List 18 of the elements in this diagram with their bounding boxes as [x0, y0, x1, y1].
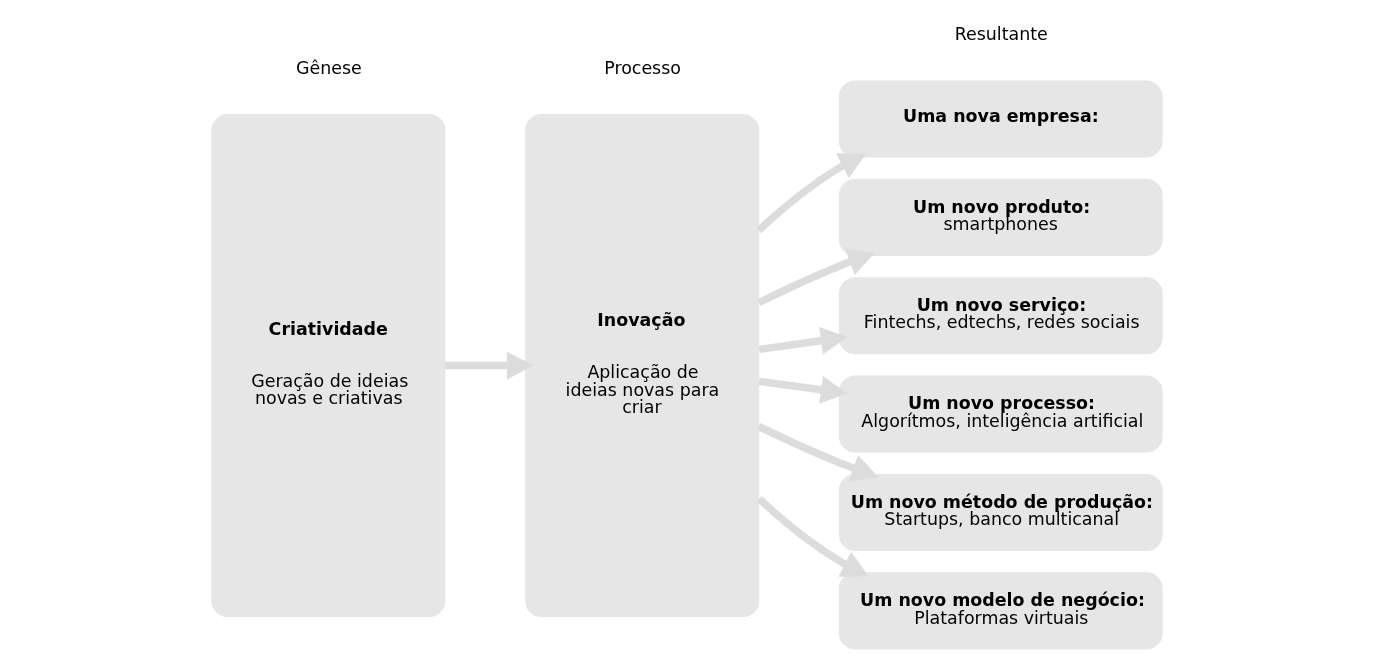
node-box: Um novo modelo de negócio: Plataformas virtuais [838, 572, 1163, 650]
node-box: Criatividade Geração de ideias novas e criativas [210, 114, 445, 618]
node-box: Um novo serviço: Fintechs, edtechs, redes sociais [838, 277, 1163, 355]
node-box: Um novo processo: Algorítmos, inteligência artificial [838, 375, 1163, 453]
arrow [755, 153, 866, 234]
node-box: Uma nova empresa: [838, 80, 1163, 158]
arrow [444, 351, 534, 380]
arrow [758, 326, 847, 355]
node-box: Um novo método de produção: Startups, banco multicanal [838, 473, 1163, 552]
label: Resultante [954, 24, 1048, 45]
node-box: Inovação Aplicação de ideias novas para criar [524, 114, 759, 618]
arrow [758, 375, 847, 404]
label: Gênese [295, 57, 362, 78]
node-box: Um novo produto: smartphones [838, 178, 1163, 256]
label: Processo [603, 57, 681, 78]
arrow [755, 495, 869, 577]
arrow [756, 423, 879, 482]
arrow [756, 248, 875, 306]
